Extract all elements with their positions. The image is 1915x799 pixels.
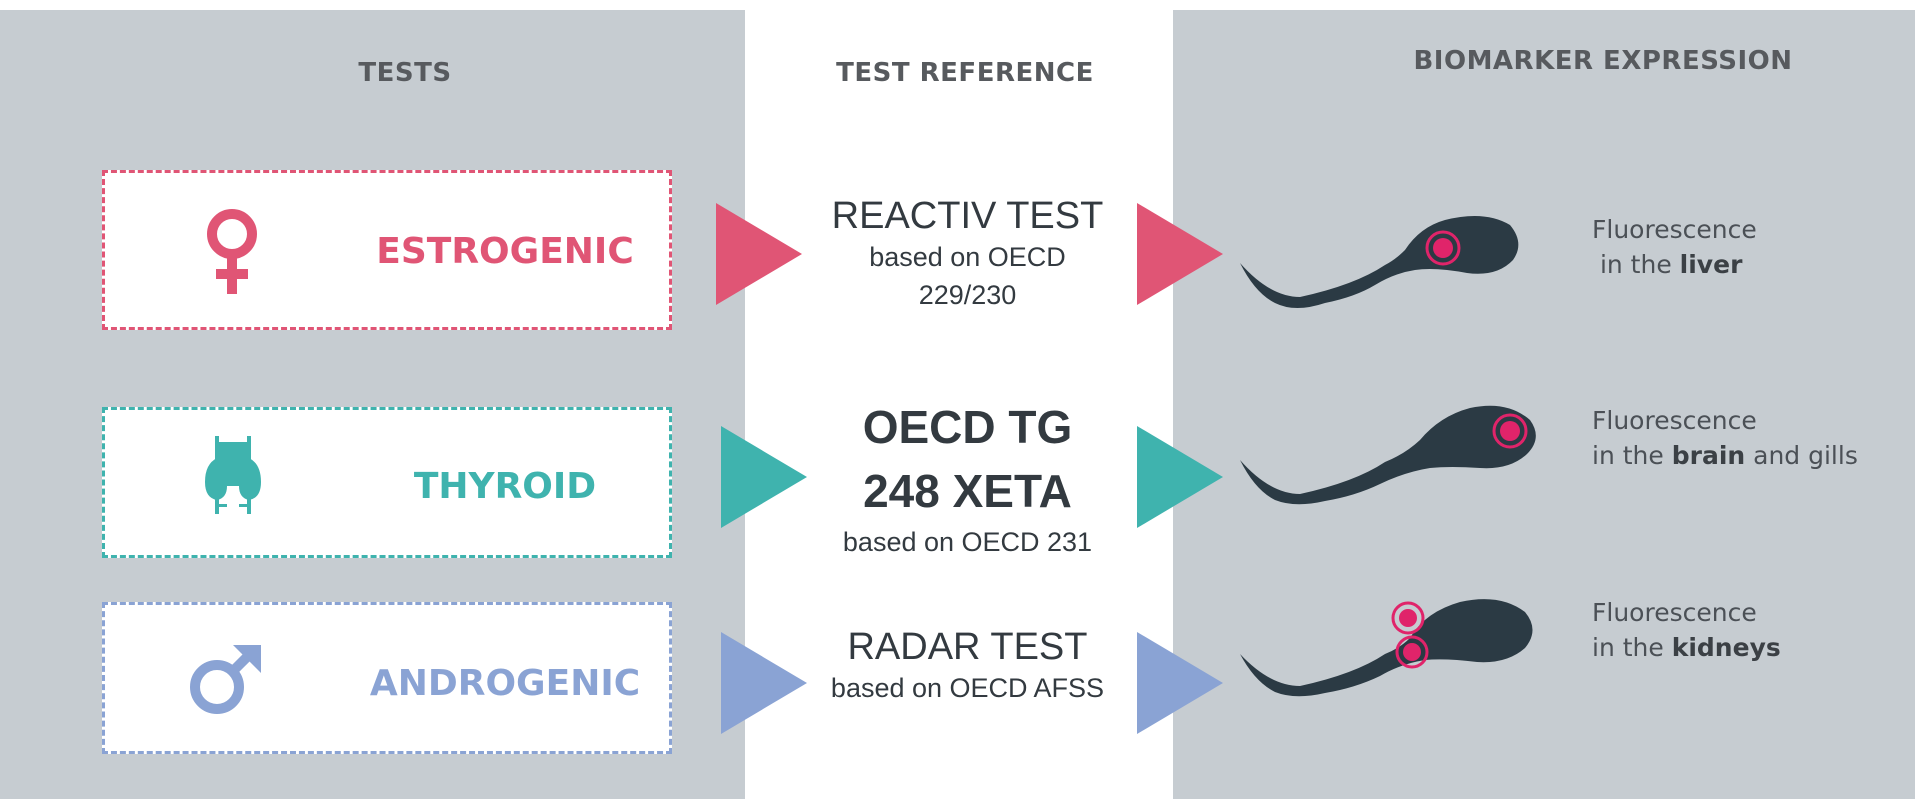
biomarker-panel	[1173, 10, 1915, 799]
androgenic-test-box: ANDROGENIC	[102, 602, 672, 754]
androgenic-label: ANDROGENIC	[369, 663, 641, 704]
thyroid-test-box: THYROID	[102, 407, 672, 558]
reactiv-sub1: based on OECD	[869, 242, 1066, 272]
estrogenic-label: ESTROGENIC	[376, 231, 634, 272]
bio-1-organ: liver	[1679, 250, 1743, 279]
reactiv-title: REACTIV TEST	[831, 195, 1104, 237]
bio-2-prefix: Fluorescence	[1592, 406, 1757, 435]
bio-2-suffix: and gills	[1745, 441, 1858, 470]
bio-2-in: in the	[1592, 441, 1672, 470]
bio-3-in: in the	[1592, 633, 1672, 662]
arrow-estrogenic-left	[716, 203, 802, 305]
biomarker-expression-header: BIOMARKER EXPRESSION	[1413, 46, 1793, 76]
xeta-title-2: 248 XETA	[863, 465, 1072, 517]
fish-brain-icon	[1240, 405, 1536, 505]
estrogenic-test-box: ESTROGENIC	[102, 170, 672, 330]
tests-header: TESTS	[358, 58, 452, 88]
bio-2-organ: brain	[1671, 441, 1746, 470]
xeta-title-1: OECD TG	[862, 401, 1073, 453]
reactiv-test-reference: REACTIV TEST based on OECD 229/230	[790, 195, 1145, 314]
arrow-thyroid-right	[1137, 426, 1223, 528]
bio-3-organ: kidneys	[1671, 633, 1781, 662]
bio-1-prefix: Fluorescence	[1592, 215, 1757, 244]
bio-1-in: in the	[1592, 250, 1680, 279]
female-symbol-icon	[207, 209, 257, 294]
radar-test-reference: RADAR TEST based on OECD AFSS	[790, 626, 1145, 707]
biomarker-brain-text: Fluorescence in the brain and gills	[1592, 403, 1858, 473]
arrow-estrogenic-right	[1137, 203, 1223, 305]
radar-title: RADAR TEST	[847, 626, 1088, 668]
thyroid-icon	[205, 436, 261, 514]
male-symbol-icon	[190, 645, 261, 714]
thyroid-label: THYROID	[413, 466, 597, 507]
reactiv-sub2: 229/230	[918, 280, 1017, 310]
xeta-test-reference: OECD TG 248 XETA based on OECD 231	[790, 395, 1145, 561]
biomarker-kidneys-text: Fluorescence in the kidneys	[1592, 595, 1781, 665]
arrow-androgenic-left	[721, 632, 807, 734]
radar-sub1: based on OECD AFSS	[830, 673, 1105, 703]
fish-liver-icon	[1240, 216, 1519, 308]
fish-kidneys-icon	[1240, 599, 1533, 697]
bio-3-prefix: Fluorescence	[1592, 598, 1757, 627]
test-reference-header: TEST REFERENCE	[836, 58, 1094, 88]
xeta-sub1: based on OECD 231	[842, 527, 1093, 557]
arrow-androgenic-right	[1137, 632, 1223, 734]
arrow-thyroid-left	[721, 426, 807, 528]
biomarker-liver-text: Fluorescence in the liver	[1592, 212, 1757, 282]
